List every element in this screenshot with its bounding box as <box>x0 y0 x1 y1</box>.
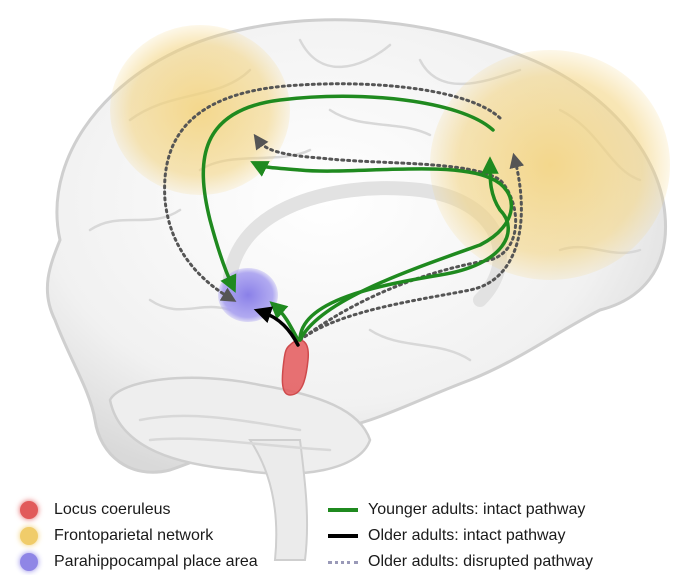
locus-coeruleus-region <box>281 339 309 396</box>
legend-item-locus-coeruleus: Locus coeruleus <box>20 498 171 522</box>
legend: Locus coeruleus Frontoparietal network P… <box>0 488 685 575</box>
older-intact-swatch <box>328 534 358 538</box>
younger-intact-swatch <box>328 508 358 512</box>
younger-intact-pathways <box>201 94 514 342</box>
legend-item-younger-intact: Younger adults: intact pathway <box>328 498 585 522</box>
frontoparietal-network-swatch <box>20 527 38 545</box>
frontoparietal-region-anterior <box>430 50 670 280</box>
legend-label: Younger adults: intact pathway <box>368 501 586 518</box>
older-disrupted-swatch <box>328 560 358 564</box>
locus-coeruleus-swatch <box>20 501 38 519</box>
parahippocampal-place-area-swatch <box>20 553 38 571</box>
legend-label: Older adults: intact pathway <box>368 527 566 544</box>
legend-item-parahippocampal-place-area: Parahippocampal place area <box>20 550 258 574</box>
legend-item-older-intact: Older adults: intact pathway <box>328 524 565 548</box>
legend-label: Frontoparietal network <box>54 527 214 544</box>
legend-item-frontoparietal-network: Frontoparietal network <box>20 524 213 548</box>
frontoparietal-region-posterior <box>110 25 290 195</box>
older-intact-pathway <box>253 306 300 347</box>
legend-label: Older adults: disrupted pathway <box>368 553 594 570</box>
legend-item-older-disrupted: Older adults: disrupted pathway <box>328 550 593 574</box>
legend-label: Parahippocampal place area <box>54 553 258 570</box>
legend-label: Locus coeruleus <box>54 501 171 518</box>
